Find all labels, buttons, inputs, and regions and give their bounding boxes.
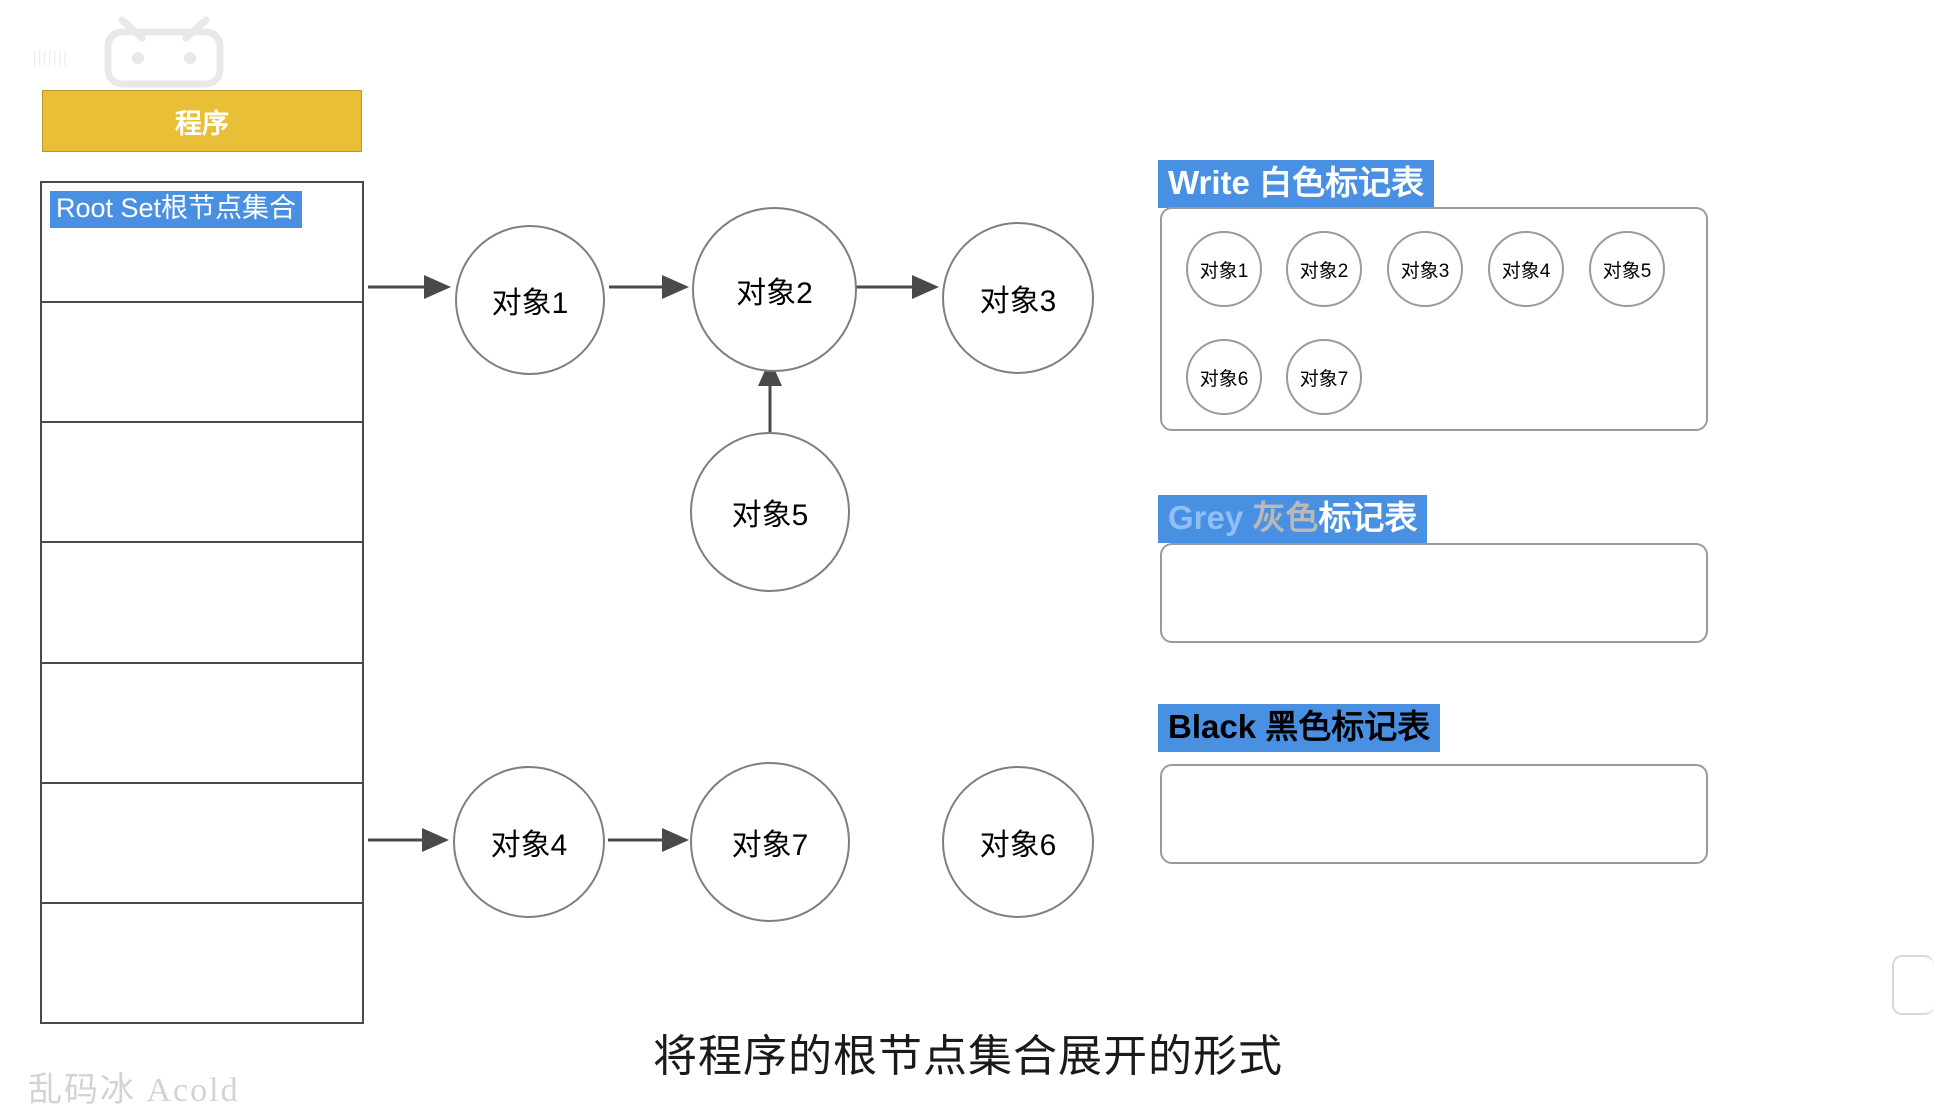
- white-mark-table-title: Write 白色标记表: [1158, 160, 1435, 208]
- white-mark-title-cn: 标记表: [1325, 164, 1425, 201]
- black-mark-table-title: Black 黑色标记表: [1158, 704, 1441, 752]
- graph-node-obj4[interactable]: 对象4: [453, 766, 605, 918]
- white-chip-obj2[interactable]: 对象2: [1286, 231, 1362, 307]
- root-set-row: [42, 664, 362, 784]
- graph-node-obj5[interactable]: 对象5: [690, 432, 850, 592]
- root-set-row: Root Set根节点集合: [42, 183, 362, 304]
- white-chip-obj7[interactable]: 对象7: [1286, 339, 1362, 415]
- edge-decoration: [1892, 955, 1934, 1015]
- root-set-label: Root Set根节点集合: [50, 191, 303, 229]
- grey-mark-title-en: Grey: [1168, 499, 1253, 536]
- graph-node-obj7[interactable]: 对象7: [690, 762, 850, 922]
- graph-node-obj3[interactable]: 对象3: [942, 222, 1094, 374]
- root-set-row: [42, 303, 362, 424]
- author-watermark: 乱码冰 Acold: [28, 1072, 240, 1109]
- root-set-row: [42, 423, 362, 544]
- graph-node-obj6[interactable]: 对象6: [942, 766, 1094, 918]
- root-set-table: Root Set根节点集合: [40, 181, 364, 1024]
- white-mark-title-en: Write: [1168, 164, 1260, 201]
- svg-text:|||||||: |||||||: [32, 48, 67, 66]
- grey-mark-table-box: [1160, 543, 1708, 643]
- caption-text: 将程序的根节点集合展开的形式: [653, 1032, 1283, 1081]
- white-mark-table-box: 对象1 对象2 对象3 对象4 对象5 对象6 对象7: [1160, 207, 1708, 431]
- black-mark-title-cn: 标记表: [1331, 708, 1431, 745]
- root-set-row: [42, 904, 362, 1022]
- black-mark-table-box: [1160, 764, 1708, 864]
- grey-mark-table-title: Grey 灰色标记表: [1158, 495, 1428, 543]
- white-chip-obj6[interactable]: 对象6: [1186, 339, 1262, 415]
- white-chip-obj4[interactable]: 对象4: [1488, 231, 1564, 307]
- black-mark-title-cn-colored: 黑色: [1265, 708, 1332, 745]
- white-mark-title-cn-colored: 白色: [1259, 164, 1326, 201]
- white-chip-obj1[interactable]: 对象1: [1186, 231, 1262, 307]
- bilibili-logo-watermark-icon: |||||||: [30, 10, 300, 90]
- white-chip-obj3[interactable]: 对象3: [1387, 231, 1463, 307]
- grey-mark-title-cn: 标记表: [1318, 499, 1418, 536]
- graph-node-obj1[interactable]: 对象1: [455, 225, 605, 375]
- black-mark-title-en: Black: [1168, 708, 1266, 745]
- root-set-row: [42, 784, 362, 904]
- root-set-row: [42, 543, 362, 664]
- program-box: 程序: [42, 90, 362, 152]
- grey-mark-title-cn-colored: 灰色: [1252, 499, 1319, 536]
- graph-node-obj2[interactable]: 对象2: [692, 207, 857, 372]
- white-chip-obj5[interactable]: 对象5: [1589, 231, 1665, 307]
